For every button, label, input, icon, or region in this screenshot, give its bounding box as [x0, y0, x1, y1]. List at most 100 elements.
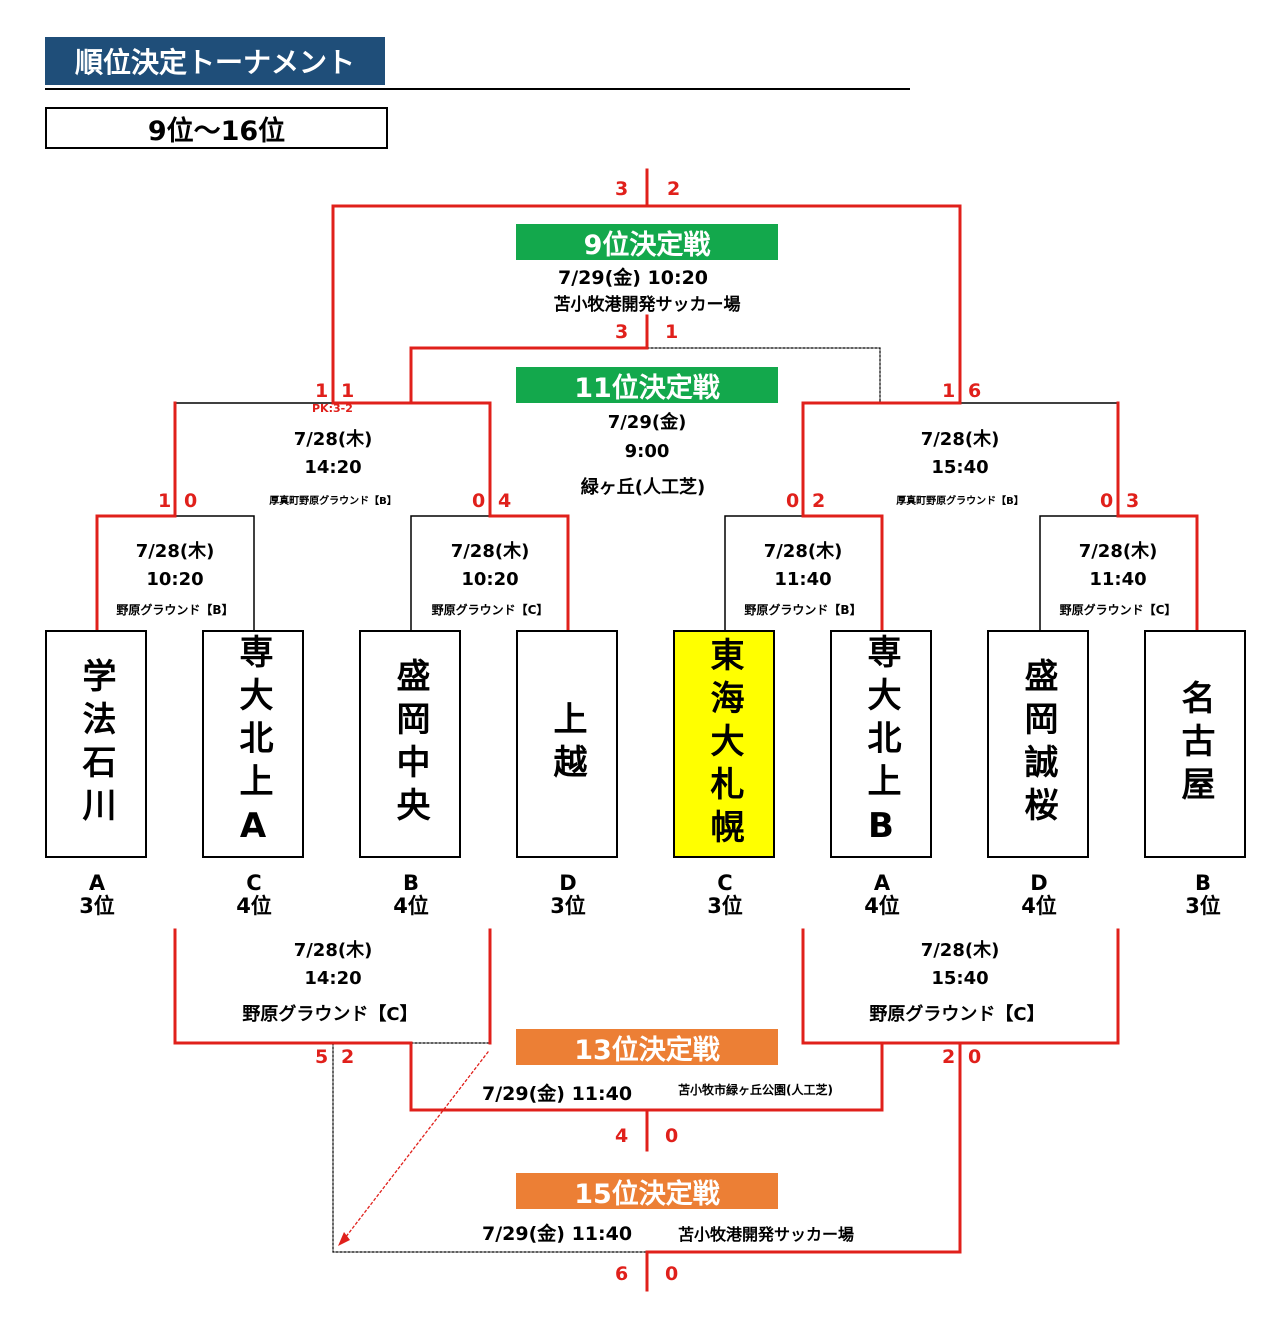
r1m3-winner-line	[801, 401, 962, 632]
team-name: 名古屋	[1175, 679, 1215, 809]
score: 0	[665, 1263, 679, 1285]
p15-venue: 苫小牧港開発サッカー場	[678, 1225, 855, 1244]
seed-rank: 4位	[236, 894, 272, 918]
score: 0	[968, 1046, 982, 1068]
semi-time: 14:20	[304, 457, 362, 478]
lower-time: 14:20	[304, 968, 362, 989]
lower-time: 15:40	[931, 968, 989, 989]
r1m2-loser-line	[410, 515, 491, 631]
team-box: 名古屋	[1144, 630, 1246, 858]
r1m2-winner-line	[331, 401, 570, 632]
p9-left-line	[331, 204, 649, 405]
semi-date: 7/28(木)	[920, 429, 1000, 450]
team-name: 東海大札幌	[704, 636, 744, 852]
lower-venue: 野原グラウンド【C】	[242, 1004, 418, 1025]
score: 2	[341, 1046, 355, 1068]
loser-arrowhead	[338, 1232, 350, 1246]
seed-group: D	[1030, 871, 1048, 895]
p11-date: 7/29(金)	[607, 412, 687, 433]
r1-time: 11:40	[774, 569, 832, 590]
p15-dotted-left	[332, 1042, 648, 1253]
team-box: 専大北上A	[202, 630, 304, 858]
r1m1-loser-line	[174, 515, 255, 631]
r1-time: 10:20	[461, 569, 519, 590]
seed-group: A	[88, 871, 106, 895]
r1-venue: 野原グラウンド【C】	[1059, 603, 1177, 617]
p11-banner: 11位決定戦	[516, 367, 778, 404]
seed-group: B	[1194, 871, 1211, 895]
lower1-line	[173, 928, 649, 1112]
title-divider	[45, 88, 910, 90]
score: 4	[615, 1125, 629, 1147]
p9-date: 7/29(金) 10:20	[557, 267, 709, 289]
score: 0	[184, 490, 198, 512]
r1-date: 7/28(木)	[450, 541, 530, 562]
team-name: 専大北上B	[861, 633, 901, 855]
team-box: 専大北上B	[830, 630, 932, 858]
r1-venue: 野原グラウンド【B】	[744, 603, 862, 617]
r1-time: 11:40	[1089, 569, 1147, 590]
p13-date: 7/29(金) 11:40	[482, 1083, 633, 1105]
score: 6	[968, 380, 982, 402]
p11-loser-dotted	[646, 347, 881, 404]
p15-date: 7/29(金) 11:40	[482, 1223, 633, 1245]
p9-banner: 9位決定戦	[516, 224, 778, 261]
lower-date: 7/28(木)	[293, 940, 373, 961]
r1-date: 7/28(木)	[135, 541, 215, 562]
p11-time: 9:00	[624, 441, 670, 462]
semi-date: 7/28(木)	[293, 429, 373, 450]
score: 2	[942, 1046, 956, 1068]
seed-group: B	[402, 871, 419, 895]
p13-venue: 苫小牧市緑ヶ丘公園(人工芝)	[678, 1083, 833, 1097]
seed-group: A	[873, 871, 891, 895]
score: 0	[1100, 490, 1114, 512]
team-box: 盛岡中央	[359, 630, 461, 858]
score: 1	[665, 321, 679, 343]
lower-date: 7/28(木)	[920, 940, 1000, 961]
score: 1	[315, 380, 329, 402]
page-title: 順位決定トーナメント	[45, 37, 385, 85]
score: 1	[341, 380, 355, 402]
score: 3	[615, 321, 629, 343]
p15-banner: 15位決定戦	[516, 1173, 778, 1210]
r1m4-loser-line	[1039, 515, 1119, 631]
score: 0	[665, 1125, 679, 1147]
seed-rank: 3位	[1185, 894, 1221, 918]
team-name: 専大北上A	[233, 633, 273, 855]
score: 2	[812, 490, 826, 512]
team-name: 学法石川	[76, 658, 116, 830]
seed-rank: 3位	[707, 894, 743, 918]
page-subtitle: 9位～16位	[45, 107, 388, 149]
team-box: 上越	[516, 630, 618, 858]
team-box: 盛岡誠桜	[987, 630, 1089, 858]
score: 0	[472, 490, 486, 512]
seed-rank: 4位	[864, 894, 900, 918]
r1-date: 7/28(木)	[1078, 541, 1158, 562]
semi-time: 15:40	[931, 457, 989, 478]
r1m3-loser-line	[724, 515, 804, 631]
team-name: 盛岡中央	[390, 658, 430, 830]
seed-group: C	[717, 871, 733, 895]
p11-line	[409, 314, 649, 405]
p13-banner: 13位決定戦	[516, 1029, 778, 1066]
p15-line	[645, 1041, 962, 1292]
score: 1	[942, 380, 956, 402]
score: 2	[667, 178, 681, 200]
team-name: 上越	[547, 701, 587, 787]
score: 6	[615, 1263, 629, 1285]
team-box-highlighted: 東海大札幌	[673, 630, 775, 858]
score: 5	[315, 1046, 329, 1068]
r1-date: 7/28(木)	[763, 541, 843, 562]
score: 4	[498, 490, 512, 512]
p11-venue: 緑ヶ丘(人工芝)	[580, 477, 706, 498]
team-box: 学法石川	[45, 630, 147, 858]
